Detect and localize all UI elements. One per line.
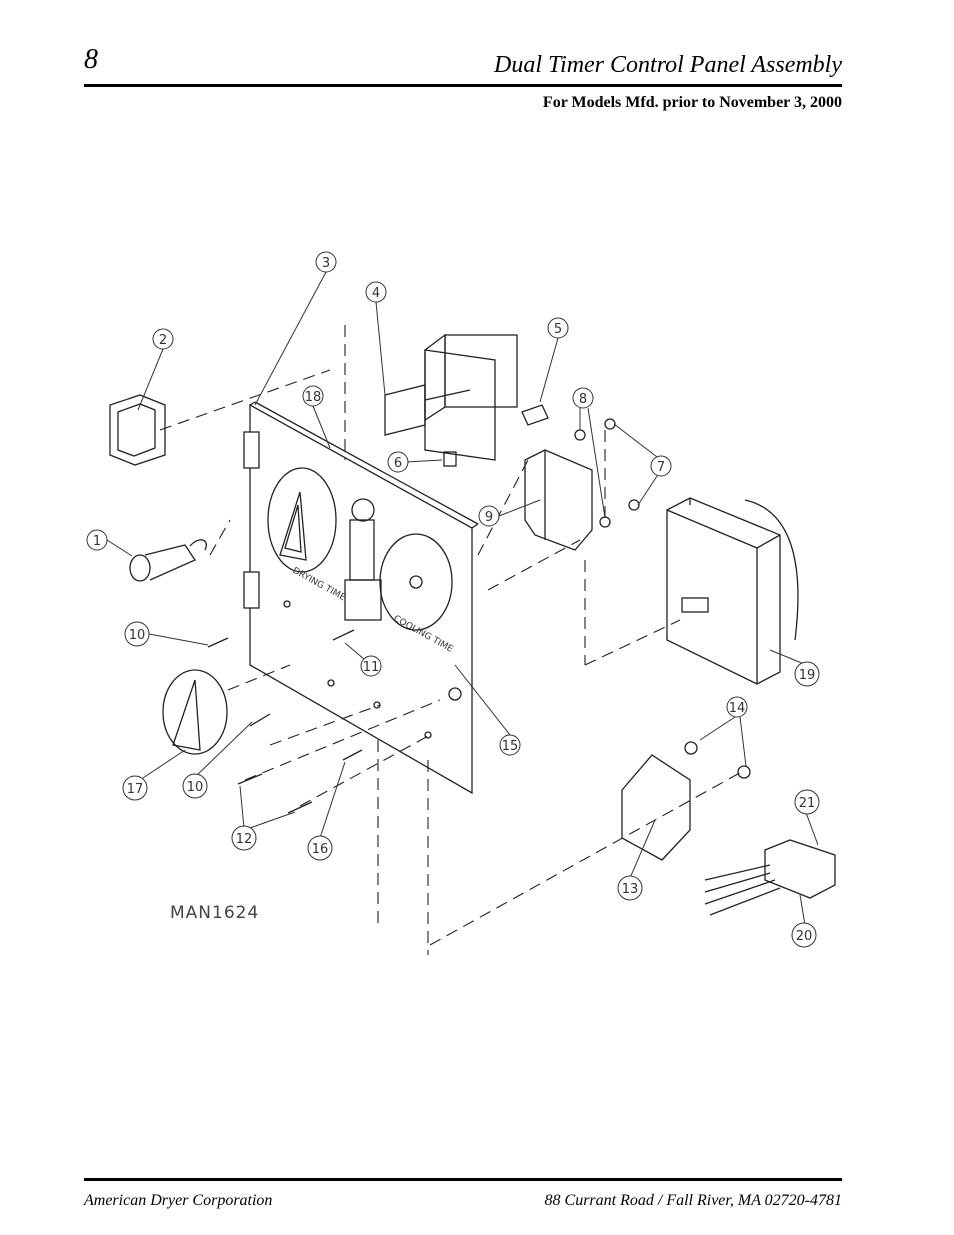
hex-nut xyxy=(737,765,751,779)
timer-knob xyxy=(162,669,228,755)
screw xyxy=(249,713,271,727)
alignment-lines xyxy=(159,325,746,955)
wire-connector xyxy=(704,839,836,916)
page-number: 8 xyxy=(84,44,98,75)
cooling-time-dial xyxy=(379,533,453,631)
dual-timer xyxy=(666,497,799,685)
timer-motor xyxy=(384,333,518,461)
callout-8: 8 xyxy=(579,392,587,407)
hex-nut xyxy=(604,418,616,430)
drying-time-dial xyxy=(267,467,337,573)
callout-18: 18 xyxy=(305,390,322,405)
callout-12: 12 xyxy=(236,832,253,847)
callout-1: 1 xyxy=(93,534,101,549)
screw xyxy=(332,629,355,641)
header-rule xyxy=(84,84,842,87)
callout-4: 4 xyxy=(372,286,380,301)
drawing-id: MAN1624 xyxy=(170,903,259,923)
callout-6: 6 xyxy=(394,456,402,471)
indicator-light xyxy=(129,539,207,582)
screw xyxy=(207,637,229,648)
footer-rule xyxy=(84,1178,842,1181)
callout-13: 13 xyxy=(622,882,639,897)
footer-address: 88 Currant Road / Fall River, MA 02720-4… xyxy=(544,1192,842,1209)
callout-11: 11 xyxy=(363,660,380,675)
callout-21: 21 xyxy=(799,796,816,811)
callout-5: 5 xyxy=(554,322,562,337)
callout-3: 3 xyxy=(322,256,330,271)
terminal-block xyxy=(621,754,691,861)
callout-9: 9 xyxy=(485,510,493,525)
callout-10b: 10 xyxy=(187,780,204,795)
callout-19: 19 xyxy=(799,668,816,683)
spring-clip xyxy=(443,451,457,467)
control-panel-plate xyxy=(243,401,479,795)
lock-washer xyxy=(599,516,611,528)
timer-bracket xyxy=(524,449,593,551)
rocker-switch xyxy=(109,394,166,466)
lock-washer xyxy=(574,429,586,441)
callout-17: 17 xyxy=(127,782,144,797)
callout-20: 20 xyxy=(796,929,813,944)
mounting-screw xyxy=(521,404,549,426)
screw xyxy=(287,801,313,814)
hex-nut xyxy=(684,741,698,755)
page-subtitle: For Models Mfd. prior to November 3, 200… xyxy=(542,94,842,111)
callout-16: 16 xyxy=(312,842,329,857)
callout-7: 7 xyxy=(657,460,665,475)
footer-company: American Dryer Corporation xyxy=(84,1192,273,1209)
hex-nut xyxy=(628,499,640,511)
page-title: Dual Timer Control Panel Assembly xyxy=(494,52,842,78)
callout-2: 2 xyxy=(159,333,167,348)
screw xyxy=(342,749,363,761)
callout-15: 15 xyxy=(502,739,519,754)
callout-10a: 10 xyxy=(129,628,146,643)
screw xyxy=(237,773,263,785)
callout-14: 14 xyxy=(729,701,746,716)
